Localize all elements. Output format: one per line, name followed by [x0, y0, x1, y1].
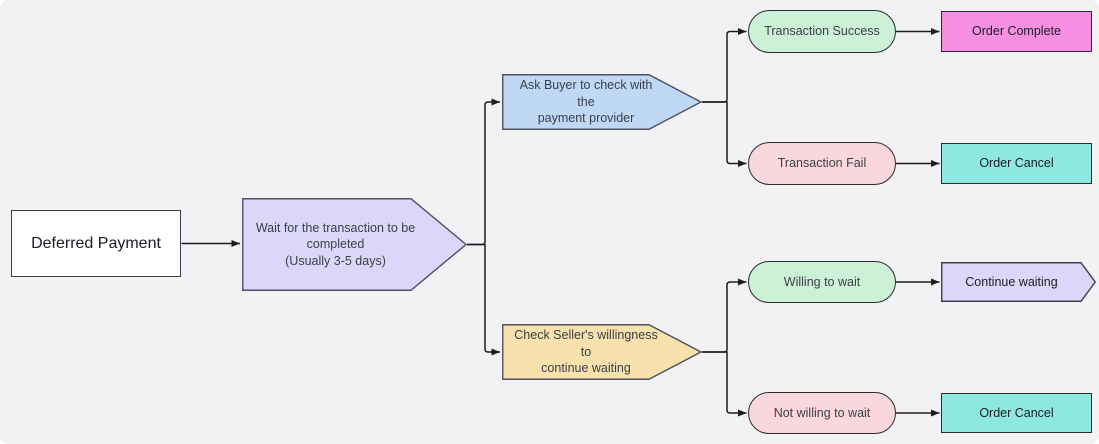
- node-label: Order Cancel: [979, 405, 1054, 420]
- node-label: Ask Buyer to check with the payment prov…: [519, 78, 653, 126]
- node-label: Willing to wait: [783, 274, 861, 289]
- node-label: Continue waiting: [965, 274, 1058, 289]
- node-transaction-fail[interactable]: Transaction Fail: [748, 142, 896, 185]
- node-label: Not willing to wait: [773, 405, 871, 420]
- edge-check-to-willing: [702, 278, 747, 353]
- edge-check-to-notwilling: [702, 351, 747, 417]
- node-continue-waiting[interactable]: Continue waiting: [941, 262, 1096, 302]
- node-order-cancel-top[interactable]: Order Cancel: [941, 143, 1092, 184]
- node-label: Transaction Success: [764, 24, 880, 39]
- node-deferred-payment[interactable]: Deferred Payment: [11, 210, 181, 277]
- node-label: Transaction Fail: [777, 156, 867, 171]
- edge-ask-to-fail: [702, 101, 747, 167]
- pentagon-shape: [502, 324, 702, 380]
- node-label: Check Seller's willingness to continue w…: [514, 328, 658, 376]
- node-not-willing-to-wait[interactable]: Not willing to wait: [748, 392, 896, 434]
- node-ask-buyer[interactable]: Ask Buyer to check with the payment prov…: [502, 74, 702, 130]
- node-transaction-success[interactable]: Transaction Success: [748, 10, 896, 53]
- node-order-cancel-bottom[interactable]: Order Cancel: [941, 393, 1092, 433]
- node-label: Deferred Payment: [31, 234, 161, 252]
- edge-wait-to-ask: [467, 98, 500, 246]
- pentagon-shape: [941, 262, 1096, 302]
- pentagon-shape: [242, 198, 467, 291]
- node-order-complete[interactable]: Order Complete: [941, 11, 1092, 52]
- pentagon-shape: [502, 74, 702, 130]
- edge-ask-to-success: [702, 28, 747, 103]
- node-label: Order Complete: [972, 24, 1061, 39]
- edge-wait-to-check: [467, 243, 500, 356]
- node-label: Wait for the transaction to be completed…: [255, 220, 416, 268]
- node-willing-to-wait[interactable]: Willing to wait: [748, 261, 896, 303]
- node-wait-for-transaction[interactable]: Wait for the transaction to be completed…: [242, 198, 467, 291]
- node-label: Order Cancel: [979, 156, 1054, 171]
- node-check-seller[interactable]: Check Seller's willingness to continue w…: [502, 324, 702, 380]
